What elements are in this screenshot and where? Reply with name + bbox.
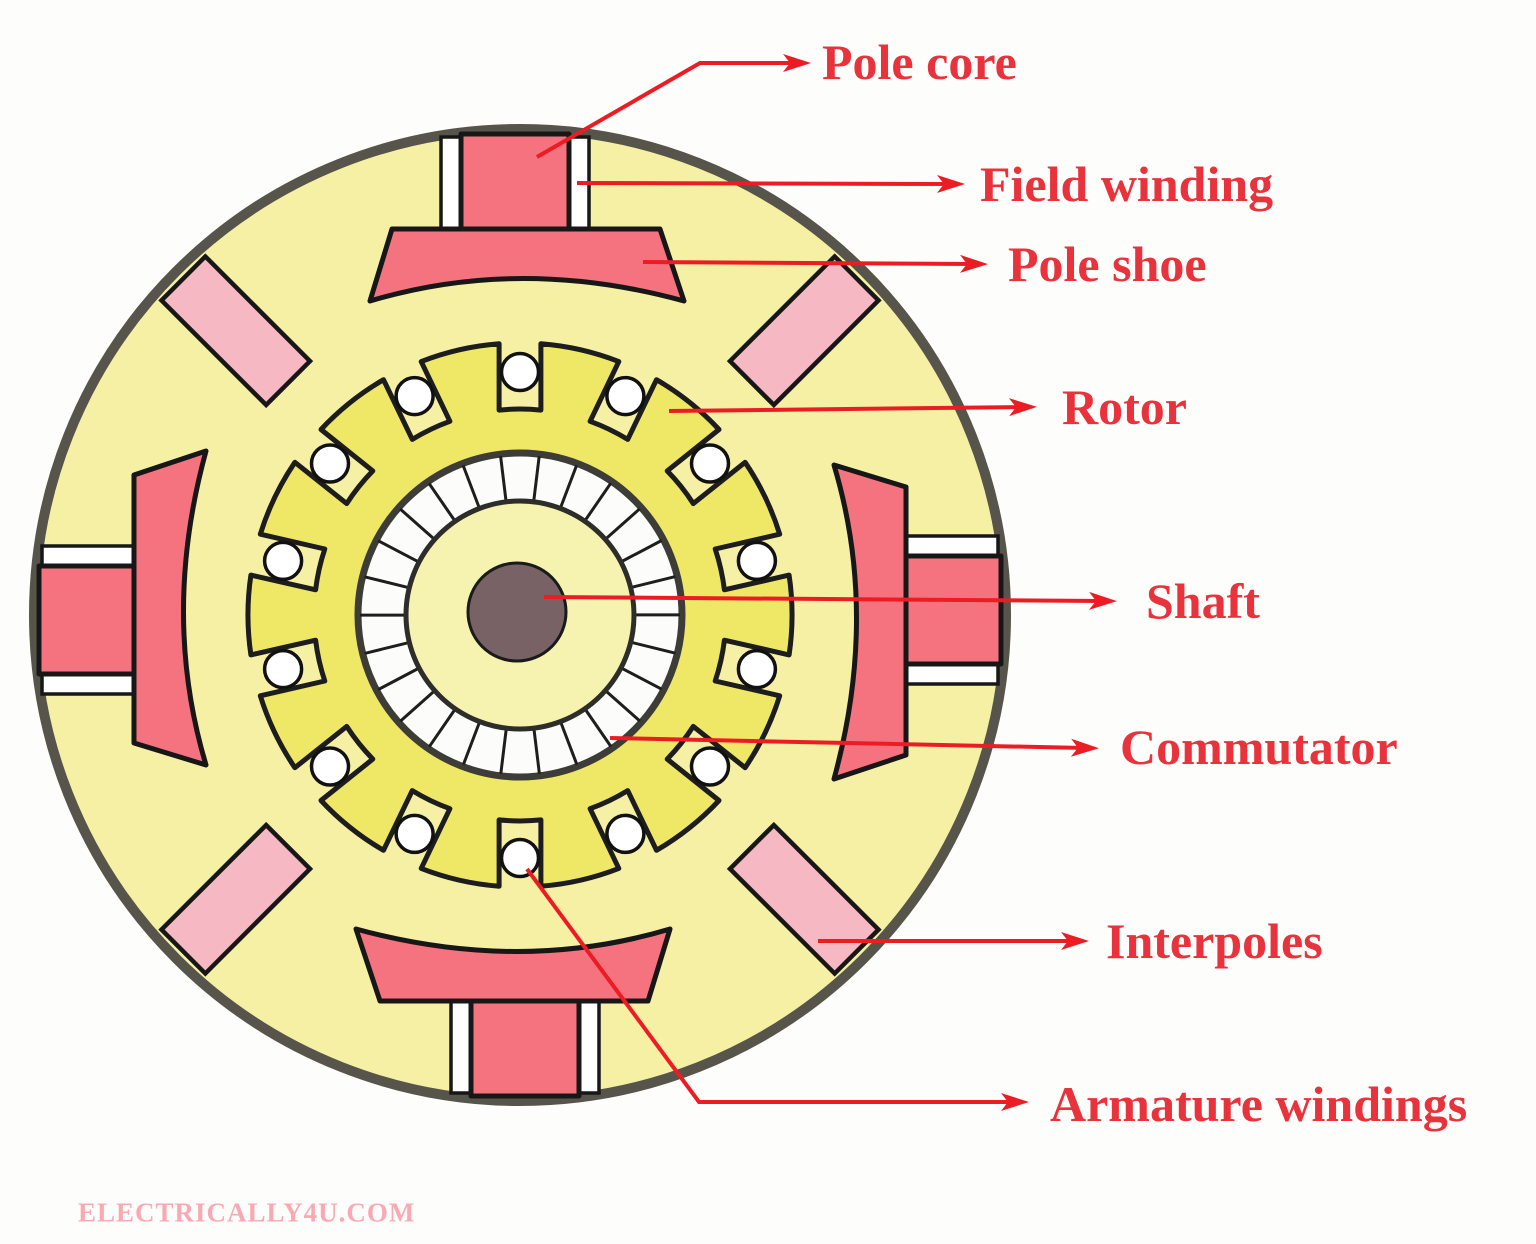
commutator-label: Commutator [1120, 719, 1398, 775]
commutator-segment-line [427, 709, 456, 748]
field-winding-leader-line [576, 174, 965, 193]
armature-winding-circle [262, 540, 304, 582]
commutator-segment-line [622, 539, 663, 563]
pole-shoe-label: Pole shoe [1008, 236, 1207, 292]
commutator-segment-line [559, 722, 579, 766]
commutator-segment-line [461, 722, 481, 766]
commutator-segment-line [399, 690, 435, 723]
pole-core-label: Pole core [822, 34, 1017, 90]
commutator-segment-line [461, 464, 481, 508]
commutator-segment-line [532, 456, 541, 500]
site-watermark: ELECTRICALLY4U.COM [78, 1197, 416, 1228]
armature-winding-circle [736, 648, 778, 690]
field-winding-label: Field winding [980, 156, 1274, 212]
interpoles-label: Interpoles [1106, 913, 1323, 969]
commutator-segment-line [559, 464, 579, 508]
commutator-segment-line [427, 482, 456, 521]
armature-winding-circle [499, 351, 541, 393]
commutator-segment-line [584, 709, 613, 748]
commutator-segment-line [377, 667, 418, 691]
rotor-label: Rotor [1062, 379, 1187, 435]
commutator-segment-line [622, 667, 663, 691]
commutator-segment-line [632, 641, 676, 655]
armature-winding-circle [689, 443, 731, 484]
armature-winding-conductors [262, 351, 778, 879]
shaft-label: Shaft [1146, 573, 1260, 629]
commutator-segment-line [584, 482, 613, 521]
commutator-segment-line [377, 539, 418, 563]
armature-winding-circle [394, 375, 435, 417]
rotor-leader-line [668, 398, 1037, 417]
commutator-segment-line [499, 730, 508, 774]
armature-winding-circle [605, 813, 646, 855]
shaft-leader-line [543, 591, 1117, 610]
armature-winding-circle [394, 813, 435, 855]
commutator-segment-line [532, 729, 541, 774]
commutator-segment-line [364, 641, 408, 655]
armature-winding-circle [605, 375, 646, 417]
commutator-segment-line [605, 690, 641, 723]
commutator-segments [360, 456, 680, 774]
armature-winding-circle [309, 443, 351, 484]
armature-winding-circle [499, 837, 541, 879]
armature-windings-label: Armature windings [1050, 1076, 1468, 1132]
commutator-segment-line [632, 575, 676, 589]
pole-core-leader-line [536, 54, 811, 159]
commutator-segment-line [499, 456, 508, 501]
commutator-leader-line [609, 736, 1099, 757]
armature-windings-leader-line [525, 867, 1029, 1111]
commutator-segment-line [399, 507, 435, 540]
commutator-segment-line [364, 575, 408, 589]
armature-winding-circle [689, 746, 731, 787]
shaft-circle [466, 561, 568, 663]
commutator-segment-line [605, 507, 641, 540]
leader-lines [525, 54, 1117, 1111]
armature-winding-circle [309, 746, 351, 787]
pole-shoe-leader-line [642, 254, 988, 273]
armature-winding-circle [736, 540, 778, 582]
armature-winding-circle [262, 648, 304, 690]
